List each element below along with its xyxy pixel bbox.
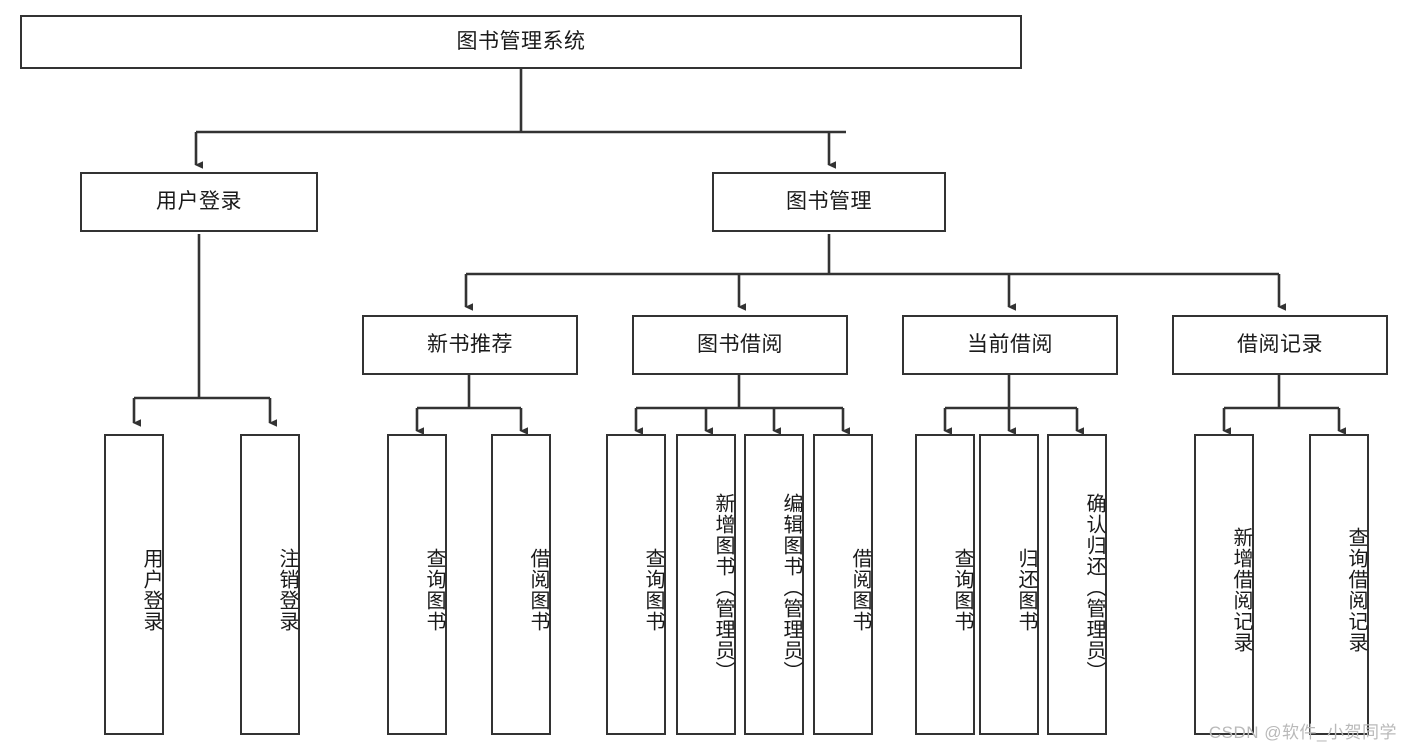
leaf-query-book-recommend[interactable]: 查询图书 xyxy=(387,434,447,735)
node-user-login-label: 用户登录 xyxy=(156,189,242,213)
leaf-return-book-label: 归还图书 xyxy=(1015,547,1037,632)
leaf-edit-book-admin-label: 编辑图书（管理员） xyxy=(780,493,802,682)
leaf-query-borrow-record-label: 查询借阅记录 xyxy=(1345,526,1367,653)
leaf-return-book[interactable]: 归还图书 xyxy=(979,434,1039,735)
leaf-borrow-book-recommend[interactable]: 借阅图书 xyxy=(491,434,551,735)
leaf-borrow-book-recommend-label: 借阅图书 xyxy=(527,547,549,632)
node-new-book-recommend[interactable]: 新书推荐 xyxy=(362,315,578,375)
node-current-borrow-label: 当前借阅 xyxy=(967,332,1053,356)
leaf-confirm-return-admin[interactable]: 确认归还（管理员） xyxy=(1047,434,1107,735)
root-node-label: 图书管理系统 xyxy=(456,29,586,53)
node-book-borrow-label: 图书借阅 xyxy=(697,332,783,356)
root-node[interactable]: 图书管理系统 xyxy=(20,15,1022,69)
leaf-query-book-current[interactable]: 查询图书 xyxy=(915,434,975,735)
leaf-query-book-current-label: 查询图书 xyxy=(951,547,973,632)
leaf-user-login[interactable]: 用户登录 xyxy=(104,434,164,735)
leaf-logout-login-label: 注销登录 xyxy=(276,547,298,632)
leaf-query-book-borrow-label: 查询图书 xyxy=(642,547,664,632)
node-new-book-recommend-label: 新书推荐 xyxy=(427,332,513,356)
node-book-borrow[interactable]: 图书借阅 xyxy=(632,315,848,375)
leaf-add-borrow-record-label: 新增借阅记录 xyxy=(1230,526,1252,653)
node-book-management[interactable]: 图书管理 xyxy=(712,172,946,232)
node-current-borrow[interactable]: 当前借阅 xyxy=(902,315,1118,375)
leaf-query-book-recommend-label: 查询图书 xyxy=(423,547,445,632)
node-book-management-label: 图书管理 xyxy=(786,189,872,213)
leaf-edit-book-admin[interactable]: 编辑图书（管理员） xyxy=(744,434,804,735)
leaf-user-login-label: 用户登录 xyxy=(140,547,162,632)
leaf-logout-login[interactable]: 注销登录 xyxy=(240,434,300,735)
node-borrow-record-label: 借阅记录 xyxy=(1237,332,1323,356)
leaf-borrow-book[interactable]: 借阅图书 xyxy=(813,434,873,735)
leaf-query-book-borrow[interactable]: 查询图书 xyxy=(606,434,666,735)
node-user-login[interactable]: 用户登录 xyxy=(80,172,318,232)
leaf-add-book-admin[interactable]: 新增图书（管理员） xyxy=(676,434,736,735)
leaf-add-book-admin-label: 新增图书（管理员） xyxy=(712,493,734,682)
leaf-query-borrow-record[interactable]: 查询借阅记录 xyxy=(1309,434,1369,735)
leaf-confirm-return-admin-label: 确认归还（管理员） xyxy=(1083,493,1105,682)
node-borrow-record[interactable]: 借阅记录 xyxy=(1172,315,1388,375)
leaf-add-borrow-record[interactable]: 新增借阅记录 xyxy=(1194,434,1254,735)
leaf-borrow-book-label: 借阅图书 xyxy=(849,547,871,632)
csdn-watermark: CSDN @软件_小贺同学 xyxy=(1208,723,1397,742)
